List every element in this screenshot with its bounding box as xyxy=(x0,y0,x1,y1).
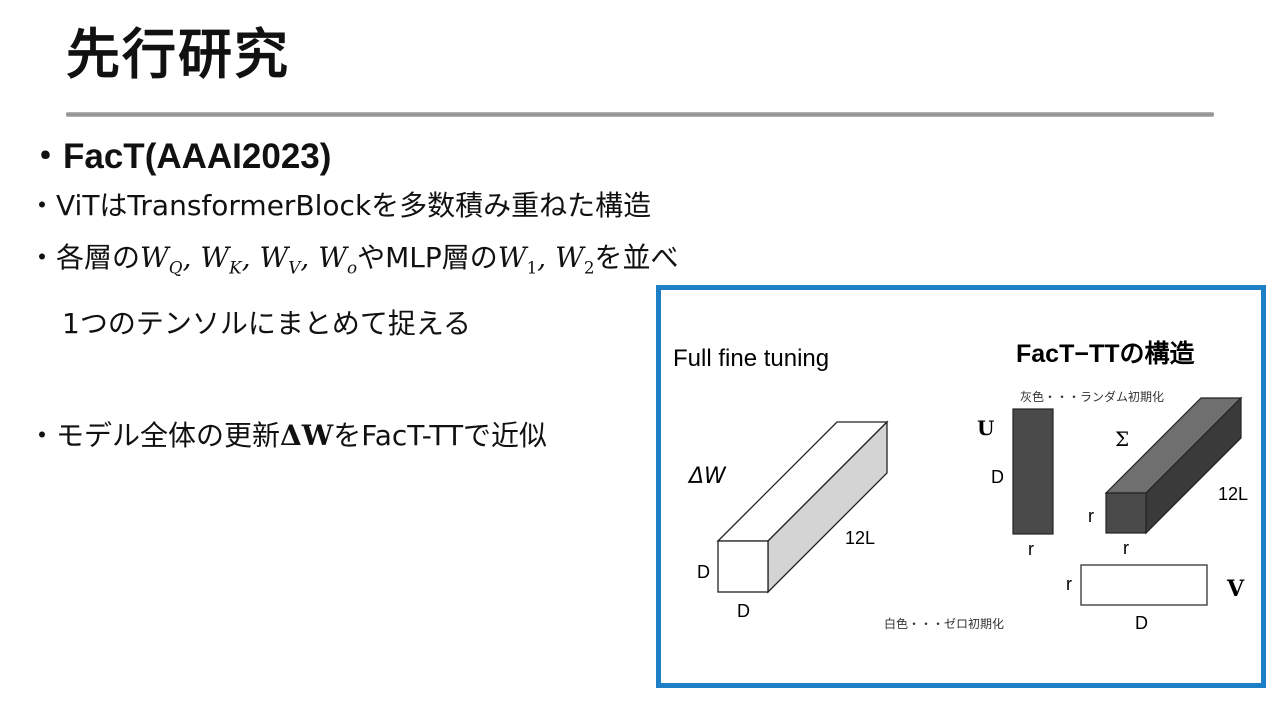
figure-canvas: Full fine tuning FacT−TTの構造 灰色・・・ランダム初期化… xyxy=(673,340,1248,633)
sigma-r-side-label: r xyxy=(1088,506,1094,526)
delta-w-front-face xyxy=(717,540,769,593)
bullet-delta-w: ・モデル全体の更新ΔWをFacT-TTで近似 xyxy=(28,414,547,454)
u-r-label: r xyxy=(1028,539,1034,559)
fact-tt-figure: Full fine tuning FacT−TTの構造 灰色・・・ランダム初期化… xyxy=(656,285,1266,688)
math-comma: , xyxy=(300,241,319,274)
math-w-v: WV xyxy=(259,241,301,278)
math-comma: , xyxy=(537,241,556,274)
v-r-label: r xyxy=(1066,574,1072,594)
bullet-text-suffix: をFacT-TTで近似 xyxy=(333,419,548,452)
right-title: FacT−TTの構造 xyxy=(1016,340,1195,368)
u-d-label: D xyxy=(991,467,1004,487)
math-w-q: WQ xyxy=(140,241,183,278)
math-w-k: WK xyxy=(200,241,242,278)
sigma-label: Σ xyxy=(1115,427,1129,451)
v-label: V xyxy=(1226,576,1245,602)
bullet-text-prefix: ・各層の xyxy=(28,241,141,274)
math-w-2: W2 xyxy=(555,241,595,278)
sigma-cuboid xyxy=(1104,396,1243,535)
bullet-vit-structure: ・ViTはTransformerBlockを多数積み重ねた構造 xyxy=(28,189,652,222)
page-title: 先行研究 xyxy=(66,23,290,86)
random-init-note: 灰色・・・ランダム初期化 xyxy=(1020,389,1164,404)
sigma-front-face xyxy=(1105,492,1147,534)
section-heading: ・FacT(AAAI2023) xyxy=(28,137,332,176)
delta-w-label: ΔW xyxy=(687,464,727,489)
u-label: U xyxy=(977,416,994,440)
bullet-weight-matrices: ・各層のWQ, WK, WV, WoやMLP層のW1, W2を並べ xyxy=(28,236,679,278)
zero-init-note: 白色・・・ゼロ初期化 xyxy=(884,616,1004,631)
sigma-r-bottom-label: r xyxy=(1123,538,1129,558)
title-divider xyxy=(66,112,1214,117)
math-delta-w: ΔW xyxy=(280,419,334,452)
left-d-bottom-label: D xyxy=(737,601,750,621)
bullet-text-suffix: を並べ xyxy=(594,241,679,274)
v-matrix xyxy=(1080,564,1208,606)
sigma-12l-label: 12L xyxy=(1218,484,1248,504)
left-d-side-label: D xyxy=(697,562,710,582)
u-matrix xyxy=(1012,408,1054,535)
math-w-1: W1 xyxy=(497,241,538,278)
math-w-o: Wo xyxy=(318,241,358,278)
bullet-text-prefix: ・モデル全体の更新 xyxy=(28,419,281,452)
bullet-text-mid: やMLP層の xyxy=(357,241,498,274)
bullet-tensor-continuation: 1つのテンソルにまとめて捉える xyxy=(62,307,471,340)
math-comma: , xyxy=(241,241,260,274)
left-12l-label: 12L xyxy=(845,528,875,548)
v-d-label: D xyxy=(1135,613,1148,633)
delta-w-cuboid xyxy=(716,420,889,594)
math-comma: , xyxy=(182,241,201,274)
left-title: Full fine tuning xyxy=(673,345,829,372)
